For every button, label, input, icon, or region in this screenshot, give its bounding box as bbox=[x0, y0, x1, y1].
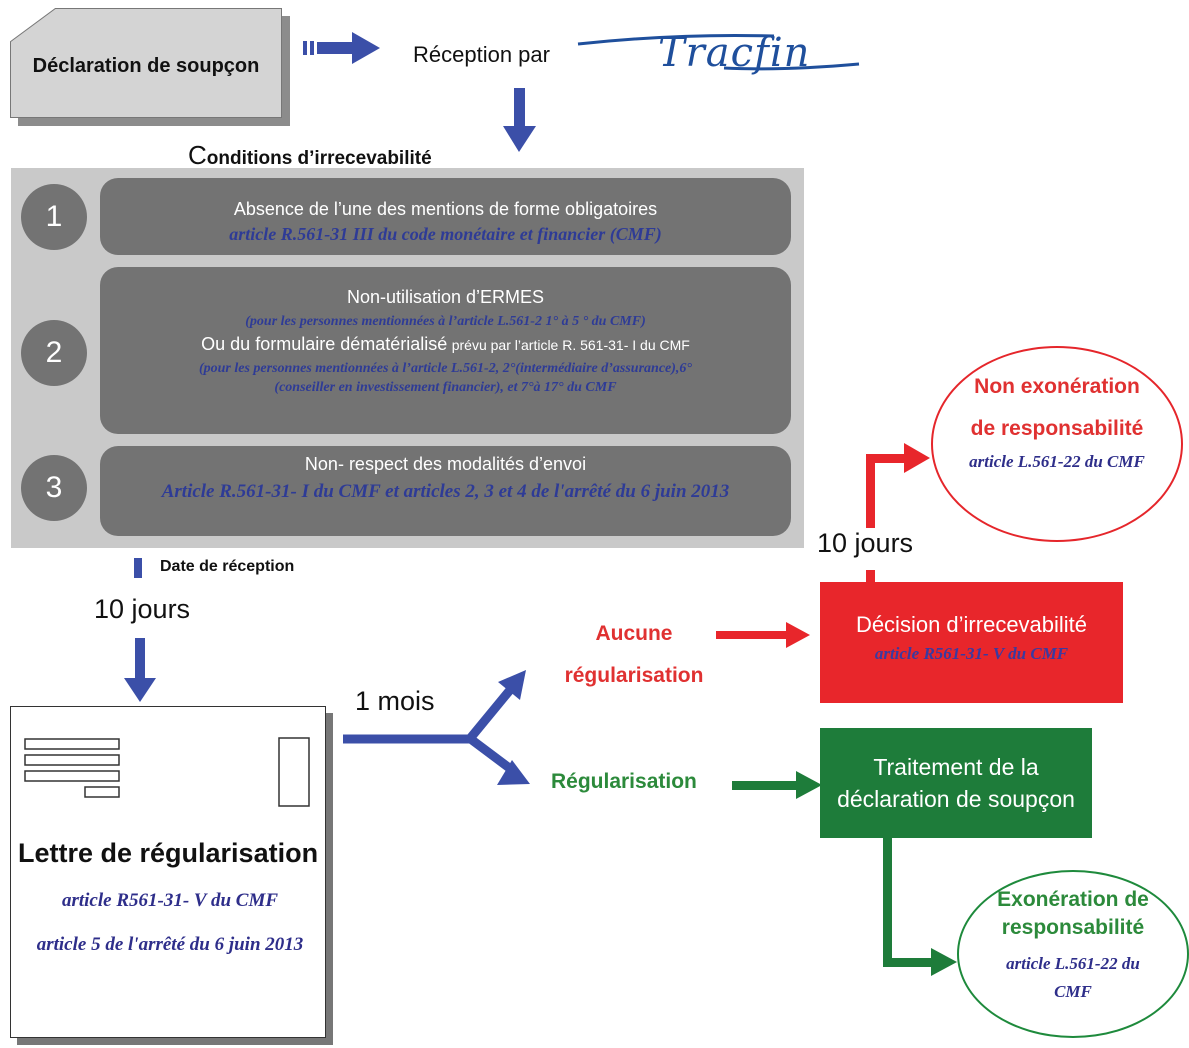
decision-ref: article R561-31- V du CMF bbox=[874, 644, 1069, 663]
days-label-right: 10 jours bbox=[817, 528, 914, 558]
condition-number-3: 3 bbox=[21, 455, 87, 521]
aucune-line-1: Aucune bbox=[595, 622, 673, 645]
condition-1-text: Absence de l’une des mentions de forme o… bbox=[233, 199, 658, 219]
tracfin-logo: Tracfin bbox=[577, 28, 860, 76]
decision-box: Décision d’irrecevabilité article R561-3… bbox=[820, 582, 1123, 703]
date-marker bbox=[134, 558, 142, 578]
traitement-line-2: déclaration de soupçon bbox=[837, 786, 1075, 812]
arrow-to-non-exoneration bbox=[866, 443, 930, 584]
condition-2-text: Non-utilisation d’ERMES bbox=[346, 287, 545, 307]
folded-corner bbox=[10, 8, 56, 43]
conditions-title: Conditions d’irrecevabilité bbox=[188, 140, 432, 171]
tracfin-logo-graphic bbox=[577, 33, 860, 71]
arrow-to-exoneration bbox=[883, 838, 957, 976]
condition-2-alt-ref: prévu par l’article R. 561-31- I du CMF bbox=[451, 337, 690, 353]
declaration-title: Déclaration de soupçon bbox=[32, 54, 260, 77]
letter-title: Lettre de régularisation bbox=[18, 838, 319, 868]
conditions-title-initial: C bbox=[188, 140, 207, 170]
condition-3-text: Non- respect des modalités d’envoi bbox=[304, 454, 587, 474]
condition-number-1: 1 bbox=[21, 184, 87, 250]
condition-2-alt: Ou du formulaire dématérialisé bbox=[201, 334, 448, 354]
letter-form-lines bbox=[24, 737, 310, 807]
condition-number-2: 2 bbox=[21, 320, 87, 386]
conditions-title-rest: onditions d’irrecevabilité bbox=[206, 148, 432, 169]
date-reception-label: Date de réception bbox=[160, 558, 295, 575]
one-month-label: 1 mois bbox=[355, 686, 435, 716]
arrow-to-traitement bbox=[732, 771, 822, 799]
condition-2-ref-2: (pour les personnes mentionnées à l’arti… bbox=[198, 361, 693, 376]
exoneration-line-1: Exonération de bbox=[997, 888, 1149, 911]
exoneration-ref-2: CMF bbox=[1054, 982, 1092, 1001]
declaration-card: Déclaration de soupçon bbox=[10, 8, 282, 118]
aucune-line-2: régularisation bbox=[564, 664, 704, 687]
letter-document bbox=[10, 706, 326, 1038]
tracfin-logo-text: Tracfin bbox=[658, 30, 811, 76]
condition-1-ref: article R.561-31 III du code monétaire e… bbox=[229, 224, 662, 244]
days-label-left: 10 jours bbox=[94, 594, 191, 624]
exoneration-circle: Exonération de responsabilité article L.… bbox=[957, 870, 1189, 1038]
condition-2-ref-3: (conseiller en investissement financier)… bbox=[274, 380, 617, 395]
arrow-to-decision bbox=[716, 622, 810, 648]
reception-label: Réception par bbox=[413, 42, 550, 67]
non-exoneration-ref: article L.561-22 du CMF bbox=[969, 452, 1145, 471]
non-exoneration-line-2: de responsabilité bbox=[970, 417, 1144, 440]
condition-2-ref-1: (pour les personnes mentionnées à l’arti… bbox=[245, 314, 646, 329]
non-exoneration-circle: Non exonération de responsabilité articl… bbox=[931, 346, 1183, 542]
condition-3-ref: Article R.561-31- I du CMF et articles 2… bbox=[161, 481, 730, 502]
traitement-line-1: Traitement de la bbox=[873, 754, 1039, 780]
arrow-to-letter bbox=[124, 638, 156, 702]
letter-ref-2: article 5 de l'arrêté du 6 juin 2013 bbox=[36, 934, 304, 955]
aucune-regularisation-label: Aucune régularisation bbox=[548, 613, 720, 697]
condition-box-1: Absence de l’une des mentions de forme o… bbox=[100, 178, 791, 255]
exoneration-line-2: responsabilité bbox=[1001, 916, 1145, 939]
traitement-box: Traitement de la déclaration de soupçon bbox=[820, 728, 1092, 838]
conditions-panel: 1 Absence de l’une des mentions de forme… bbox=[11, 168, 804, 548]
non-exoneration-line-1: Non exonération bbox=[974, 375, 1140, 398]
condition-box-3: Non- respect des modalités d’envoi Artic… bbox=[100, 446, 791, 536]
decision-title: Décision d’irrecevabilité bbox=[855, 612, 1088, 637]
fork-arrow bbox=[343, 670, 530, 785]
regularisation-label: Régularisation bbox=[551, 770, 697, 793]
arrow-to-reception bbox=[303, 32, 380, 64]
arrow-to-conditions bbox=[503, 88, 536, 152]
letter-ref-1: article R561-31- V du CMF bbox=[61, 890, 279, 911]
condition-box-2: Non-utilisation d’ERMES (pour les person… bbox=[100, 267, 791, 434]
exoneration-ref-1: article L.561-22 du bbox=[1006, 954, 1140, 973]
